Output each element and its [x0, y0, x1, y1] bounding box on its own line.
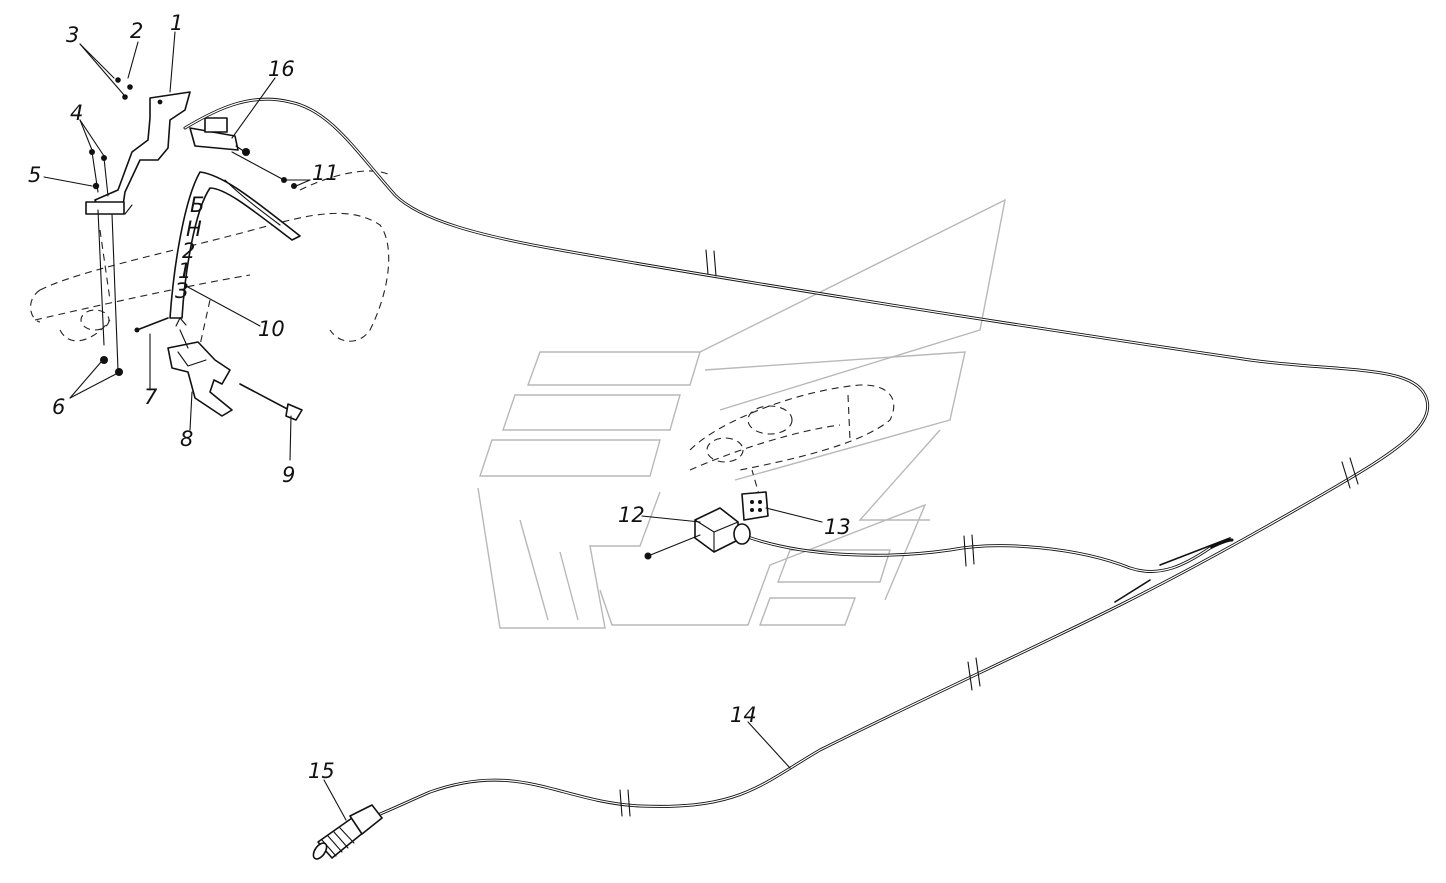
cable-break-marks	[619, 249, 1359, 817]
selector-plate-part-10	[169, 171, 301, 319]
switch-part-12	[644, 507, 751, 560]
scale-mark-4: 1	[178, 259, 191, 283]
fasteners-part-2-3	[115, 77, 163, 105]
callout-2: 2	[130, 19, 143, 43]
bolts-part-4	[89, 149, 123, 376]
callout-12: 12	[618, 503, 645, 527]
cable-end-part-15	[312, 804, 383, 860]
frame-outline	[30, 170, 895, 499]
leader-lines	[43, 31, 823, 821]
callout-7: 7	[144, 385, 158, 409]
cable-clamp-part-16	[189, 117, 250, 156]
lever-bracket-part-8	[167, 317, 233, 417]
callout-14: 14	[730, 703, 757, 727]
scale-mark-3: 2	[182, 239, 195, 263]
callout-16: 16	[268, 57, 295, 81]
callout-3: 3	[66, 23, 79, 47]
callout-5: 5	[28, 163, 41, 187]
wing-bolt-part-9	[239, 383, 303, 421]
callout-1: 1	[170, 11, 183, 35]
scale-mark-2: Н	[186, 217, 202, 241]
control-cable-part-14	[183, 97, 1430, 824]
bracket-part-1	[85, 91, 191, 215]
pin-part-7	[134, 317, 169, 333]
gear-scale-marks: Б Н 2 1 З	[175, 193, 204, 303]
callout-9: 9	[282, 463, 295, 487]
callout-4: 4	[70, 101, 83, 125]
callout-8: 8	[180, 427, 193, 451]
scale-mark-5: З	[175, 279, 188, 303]
watermark-logo	[477, 198, 1006, 629]
plate-part-13	[741, 491, 769, 521]
callout-10: 10	[258, 317, 285, 341]
fasteners-part-11	[231, 151, 297, 189]
callout-6: 6	[52, 395, 65, 419]
callout-15: 15	[308, 759, 335, 783]
callout-13: 13	[824, 515, 851, 539]
callout-11: 11	[312, 161, 339, 185]
scale-mark-1: Б	[190, 193, 204, 217]
callout-labels: 1 2 3 4 5 6 7 8 9 10 11 12 13 14 15 16	[28, 11, 851, 783]
